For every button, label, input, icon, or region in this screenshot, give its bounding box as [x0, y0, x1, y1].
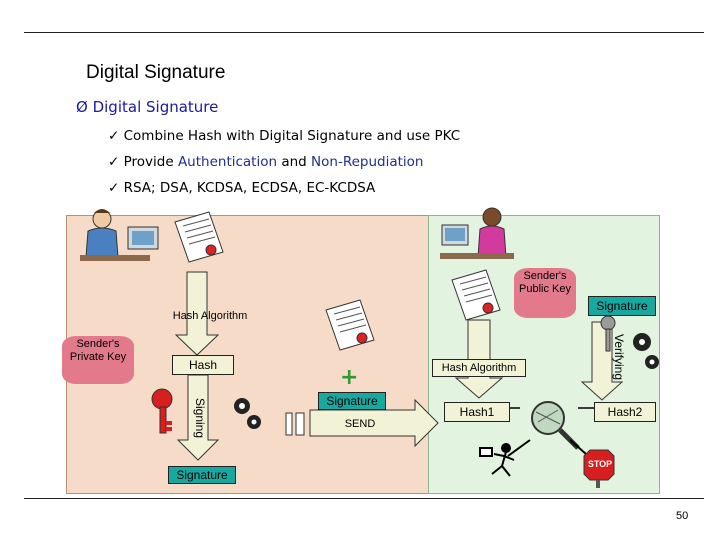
- hash-algorithm-arrow: [174, 271, 220, 356]
- sub-bullet-3-text: RSA; DSA, KCDSA, ECDSA, EC-KCDSA: [123, 180, 376, 196]
- sub-bullet-2: ✓ Provide Authentication and Non-Repudia…: [108, 154, 423, 170]
- check-icon: ✓: [108, 128, 120, 144]
- check-icon: ✓: [108, 180, 120, 196]
- key-icon: [151, 388, 173, 434]
- main-bullet-text: Digital Signature: [92, 98, 219, 116]
- send-bar: [285, 412, 293, 436]
- verifying-arrow: [580, 321, 624, 401]
- signing-label: Signing: [193, 398, 207, 439]
- main-bullet: Ø Digital Signature: [76, 98, 218, 116]
- header-rule: [24, 32, 704, 33]
- hash-box: Hash: [172, 355, 234, 375]
- authentication-text: Authentication: [177, 154, 278, 170]
- running-man-icon: [479, 443, 515, 477]
- sub-bullet-2-text: Provide: [123, 154, 178, 170]
- to-runner-arrow: [507, 439, 531, 457]
- senders-public-key-label: Sender's Public Key: [514, 268, 576, 318]
- gears-icon: [234, 398, 261, 429]
- hash-algorithm-right-box: Hash Algorithm: [432, 359, 526, 377]
- senders-private-key-label: Sender's Private Key: [62, 336, 134, 384]
- send-bar: [295, 412, 305, 436]
- receiver-panel: [428, 215, 660, 494]
- page-number: 50: [676, 510, 689, 522]
- sub-bullet-3: ✓ RSA; DSA, KCDSA, ECDSA, EC-KCDSA: [108, 180, 375, 196]
- sub-bullet-1: ✓ Combine Hash with Digital Signature an…: [108, 128, 460, 144]
- stop-label: STOP: [587, 459, 613, 469]
- send-label: SEND: [344, 418, 376, 430]
- man-at-computer-icon: [80, 209, 159, 261]
- bullet-arrow-icon: Ø: [76, 98, 88, 116]
- check-icon: ✓: [108, 154, 120, 170]
- key-icon: [600, 315, 616, 352]
- signature-send-box: Signature: [318, 392, 386, 410]
- signature-bottom-box: Signature: [168, 466, 236, 484]
- hash1-box: Hash1: [444, 402, 510, 422]
- woman-on-phone-icon: [440, 207, 514, 259]
- signing-arrow: [176, 374, 220, 461]
- gears-icon: [633, 333, 659, 369]
- footer-rule: [24, 498, 704, 499]
- non-repudiation-text: Non-Repudiation: [311, 154, 424, 170]
- hash-algorithm-left-label: Hash Algorithm: [172, 310, 248, 322]
- document-icon: [325, 299, 375, 351]
- stop-sign-icon: [583, 449, 615, 488]
- signature-right-box: Signature: [588, 296, 656, 316]
- document-icon: [451, 269, 501, 321]
- hash2-box: Hash2: [594, 402, 656, 422]
- document-icon: [174, 211, 224, 263]
- slide-title: Digital Signature: [86, 62, 226, 83]
- to-stop-arrow: [569, 439, 587, 455]
- sub-bullet-2-and: and: [277, 154, 312, 170]
- verifying-label: Verifying: [612, 334, 626, 381]
- send-arrow: [309, 398, 439, 448]
- sub-bullet-1-text: Combine Hash with Digital Signature and …: [123, 128, 461, 144]
- plus-icon: +: [340, 365, 358, 390]
